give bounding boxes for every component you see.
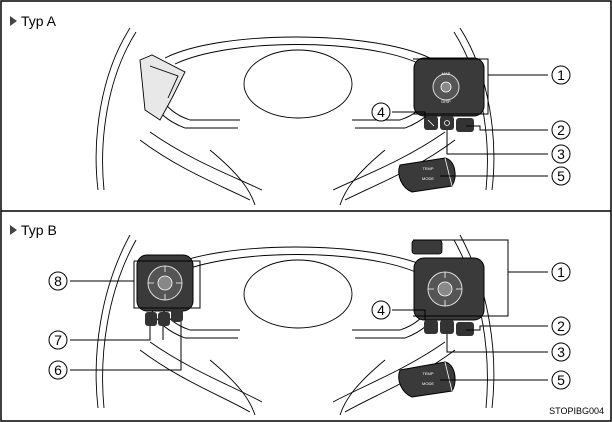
svg-text:1: 1 — [557, 67, 565, 83]
callout-5a: 5 — [551, 166, 571, 186]
control-lever-a: TEMP MODE — [398, 157, 456, 193]
control-lever-b: TEMP MODE — [398, 361, 456, 398]
callout-7b: 7 — [48, 330, 68, 350]
svg-text:7: 7 — [54, 332, 62, 348]
switch-cluster-left-b — [136, 254, 194, 326]
svg-text:TEMP: TEMP — [422, 166, 433, 171]
panel-typ-b: Typ B — [10, 222, 548, 416]
leader-lines-a — [392, 58, 548, 177]
svg-text:2: 2 — [557, 318, 565, 334]
callout-6b: 6 — [48, 360, 68, 380]
panel-typ-a: Typ A — [10, 13, 548, 206]
svg-text:TEMP: TEMP — [422, 371, 433, 376]
svg-text:DISP: DISP — [441, 99, 451, 104]
callout-8b: 8 — [48, 271, 68, 291]
callout-1a: 1 — [551, 65, 571, 85]
switch-cluster-right-b — [411, 239, 485, 336]
callout-5b: 5 — [551, 370, 571, 390]
panel-b-arrow-icon — [10, 225, 17, 235]
callout-2a: 2 — [551, 120, 571, 140]
steering-wheel-a — [95, 27, 495, 206]
callout-3a: 3 — [551, 144, 571, 164]
svg-text:MODE: MODE — [422, 381, 434, 386]
svg-text:5: 5 — [557, 372, 565, 388]
svg-text:6: 6 — [54, 362, 62, 378]
svg-text:1: 1 — [557, 264, 565, 280]
svg-text:MAP: MAP — [442, 71, 451, 76]
callout-4a: 4 — [371, 102, 391, 122]
svg-text:4: 4 — [377, 302, 385, 318]
svg-text:4: 4 — [377, 104, 385, 120]
panel-a-title: Typ A — [21, 13, 57, 29]
switch-cluster-a: MAP DISP — [413, 57, 485, 132]
svg-text:5: 5 — [557, 168, 565, 184]
callout-3b: 3 — [551, 342, 571, 362]
svg-text:3: 3 — [557, 146, 565, 162]
callout-2b: 2 — [551, 316, 571, 336]
svg-text:3: 3 — [557, 344, 565, 360]
svg-text:MODE: MODE — [422, 176, 434, 181]
svg-text:8: 8 — [54, 273, 62, 289]
leader-lines-b — [70, 239, 548, 381]
image-code: STOPIBG004 — [549, 406, 604, 416]
callout-1b: 1 — [551, 262, 571, 282]
callout-4b: 4 — [371, 300, 391, 320]
panel-b-title: Typ B — [21, 222, 57, 238]
svg-text:2: 2 — [557, 122, 565, 138]
panel-a-arrow-icon — [10, 16, 17, 26]
